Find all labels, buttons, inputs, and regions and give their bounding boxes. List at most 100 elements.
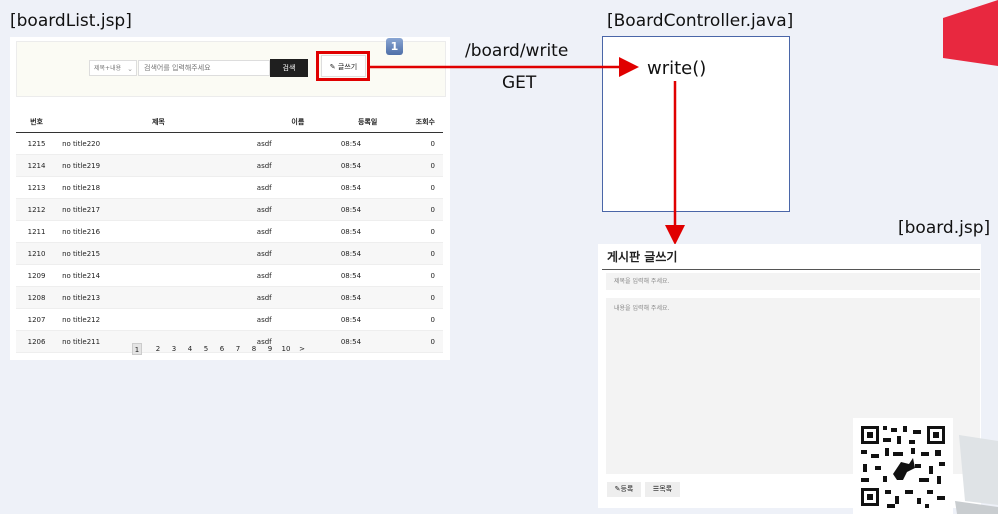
table-cell: 1206 (16, 330, 58, 353)
page-link[interactable]: 4 (187, 345, 193, 353)
table-cell: no title214 (57, 264, 256, 287)
table-cell: 08:54 (339, 330, 396, 353)
laptop-image (955, 435, 998, 514)
table-cell: 08:54 (339, 308, 396, 331)
page-link[interactable]: 8 (251, 345, 257, 353)
table-cell: 1207 (16, 308, 58, 331)
write-button-highlight (316, 51, 370, 81)
table-cell: 08:54 (339, 286, 396, 309)
table-cell: no title220 (57, 132, 256, 155)
register-button[interactable]: ✎등록 (607, 482, 641, 497)
table-cell: 08:54 (339, 154, 396, 177)
search-button[interactable]: 검색 (270, 59, 308, 77)
table-cell: 0 (395, 220, 443, 243)
column-header: 번호 (16, 112, 58, 133)
page-link[interactable]: 5 (203, 345, 209, 353)
search-type-value: 제목+내용 (94, 65, 122, 72)
table-cell: 0 (395, 132, 443, 155)
column-header: 조회수 (395, 112, 443, 133)
table-cell: asdf (255, 198, 340, 221)
table-cell: 08:54 (339, 220, 396, 243)
column-header: 제목 (57, 112, 256, 133)
page-link[interactable]: 2 (155, 345, 161, 353)
table-cell: 0 (395, 264, 443, 287)
table-cell: asdf (255, 154, 340, 177)
request-path: /board/write (465, 41, 569, 61)
page-title: 게시판 글쓰기 (607, 250, 678, 264)
table-cell: asdf (255, 264, 340, 287)
column-header: 등록일 (339, 112, 396, 133)
table-cell: no title216 (57, 220, 256, 243)
table-cell: 1215 (16, 132, 58, 155)
table-cell: no title218 (57, 176, 256, 199)
table-cell: 08:54 (339, 132, 396, 155)
table-cell: asdf (255, 176, 340, 199)
table-cell: 1210 (16, 242, 58, 265)
pagination: 1 2 3 4 5 6 7 8 9 10 > (132, 343, 310, 355)
controller-caption: [BoardController.java] (607, 11, 794, 31)
request-method: GET (502, 73, 537, 93)
table-cell: no title212 (57, 308, 256, 331)
page-link[interactable]: 3 (171, 345, 177, 353)
chevron-down-icon: ⌄ (127, 65, 133, 73)
table-cell: 1209 (16, 264, 58, 287)
page-link[interactable]: 1 (132, 343, 142, 355)
table-cell: 1214 (16, 154, 58, 177)
pencil-icon: ✎ (614, 485, 621, 493)
column-header: 이름 (255, 112, 340, 133)
table-cell: asdf (255, 242, 340, 265)
table-cell: 08:54 (339, 264, 396, 287)
table-cell: 08:54 (339, 198, 396, 221)
page-link[interactable]: 7 (235, 345, 241, 353)
table-cell: no title211 (57, 330, 256, 353)
table-cell: 0 (395, 154, 443, 177)
page-link[interactable]: 10 (281, 345, 291, 353)
step-badge-1: 1 (386, 38, 403, 55)
list-button[interactable]: ☰목록 (645, 482, 680, 497)
table-cell: 1212 (16, 198, 58, 221)
board-caption: [board.jsp] (898, 218, 991, 238)
table-cell: no title219 (57, 154, 256, 177)
boardlist-caption: [boardList.jsp] (10, 11, 132, 31)
title-field[interactable]: 제목을 입력해 주세요. (606, 273, 980, 290)
table-cell: 0 (395, 176, 443, 199)
decorative-red-shape (943, 0, 998, 66)
register-label: 등록 (620, 485, 634, 493)
table-cell: asdf (255, 286, 340, 309)
pencil-icon: ✎ (329, 63, 336, 71)
page-link[interactable]: 9 (267, 345, 273, 353)
search-type-select[interactable]: 제목+내용 ⌄ (89, 60, 137, 76)
next-page-link[interactable]: > (299, 345, 305, 353)
list-icon: ☰ (652, 485, 660, 493)
qr-code-image (853, 418, 953, 514)
write-button[interactable]: ✎ 글쓰기 (321, 55, 366, 77)
table-cell: 1213 (16, 176, 58, 199)
table-cell: no title217 (57, 198, 256, 221)
table-cell: 0 (395, 330, 443, 353)
table-cell: 1211 (16, 220, 58, 243)
page-link[interactable]: 6 (219, 345, 225, 353)
list-label: 목록 (659, 485, 673, 493)
table-cell: no title215 (57, 242, 256, 265)
table-cell: asdf (255, 308, 340, 331)
search-input[interactable] (138, 60, 270, 76)
table-header-row: 번호 제목 이름 등록일 조회수 (16, 112, 443, 133)
table-cell: 0 (395, 286, 443, 309)
table-cell: 08:54 (339, 176, 396, 199)
table-cell: 0 (395, 308, 443, 331)
divider (602, 269, 980, 270)
table-cell: asdf (255, 220, 340, 243)
table-cell: no title213 (57, 286, 256, 309)
